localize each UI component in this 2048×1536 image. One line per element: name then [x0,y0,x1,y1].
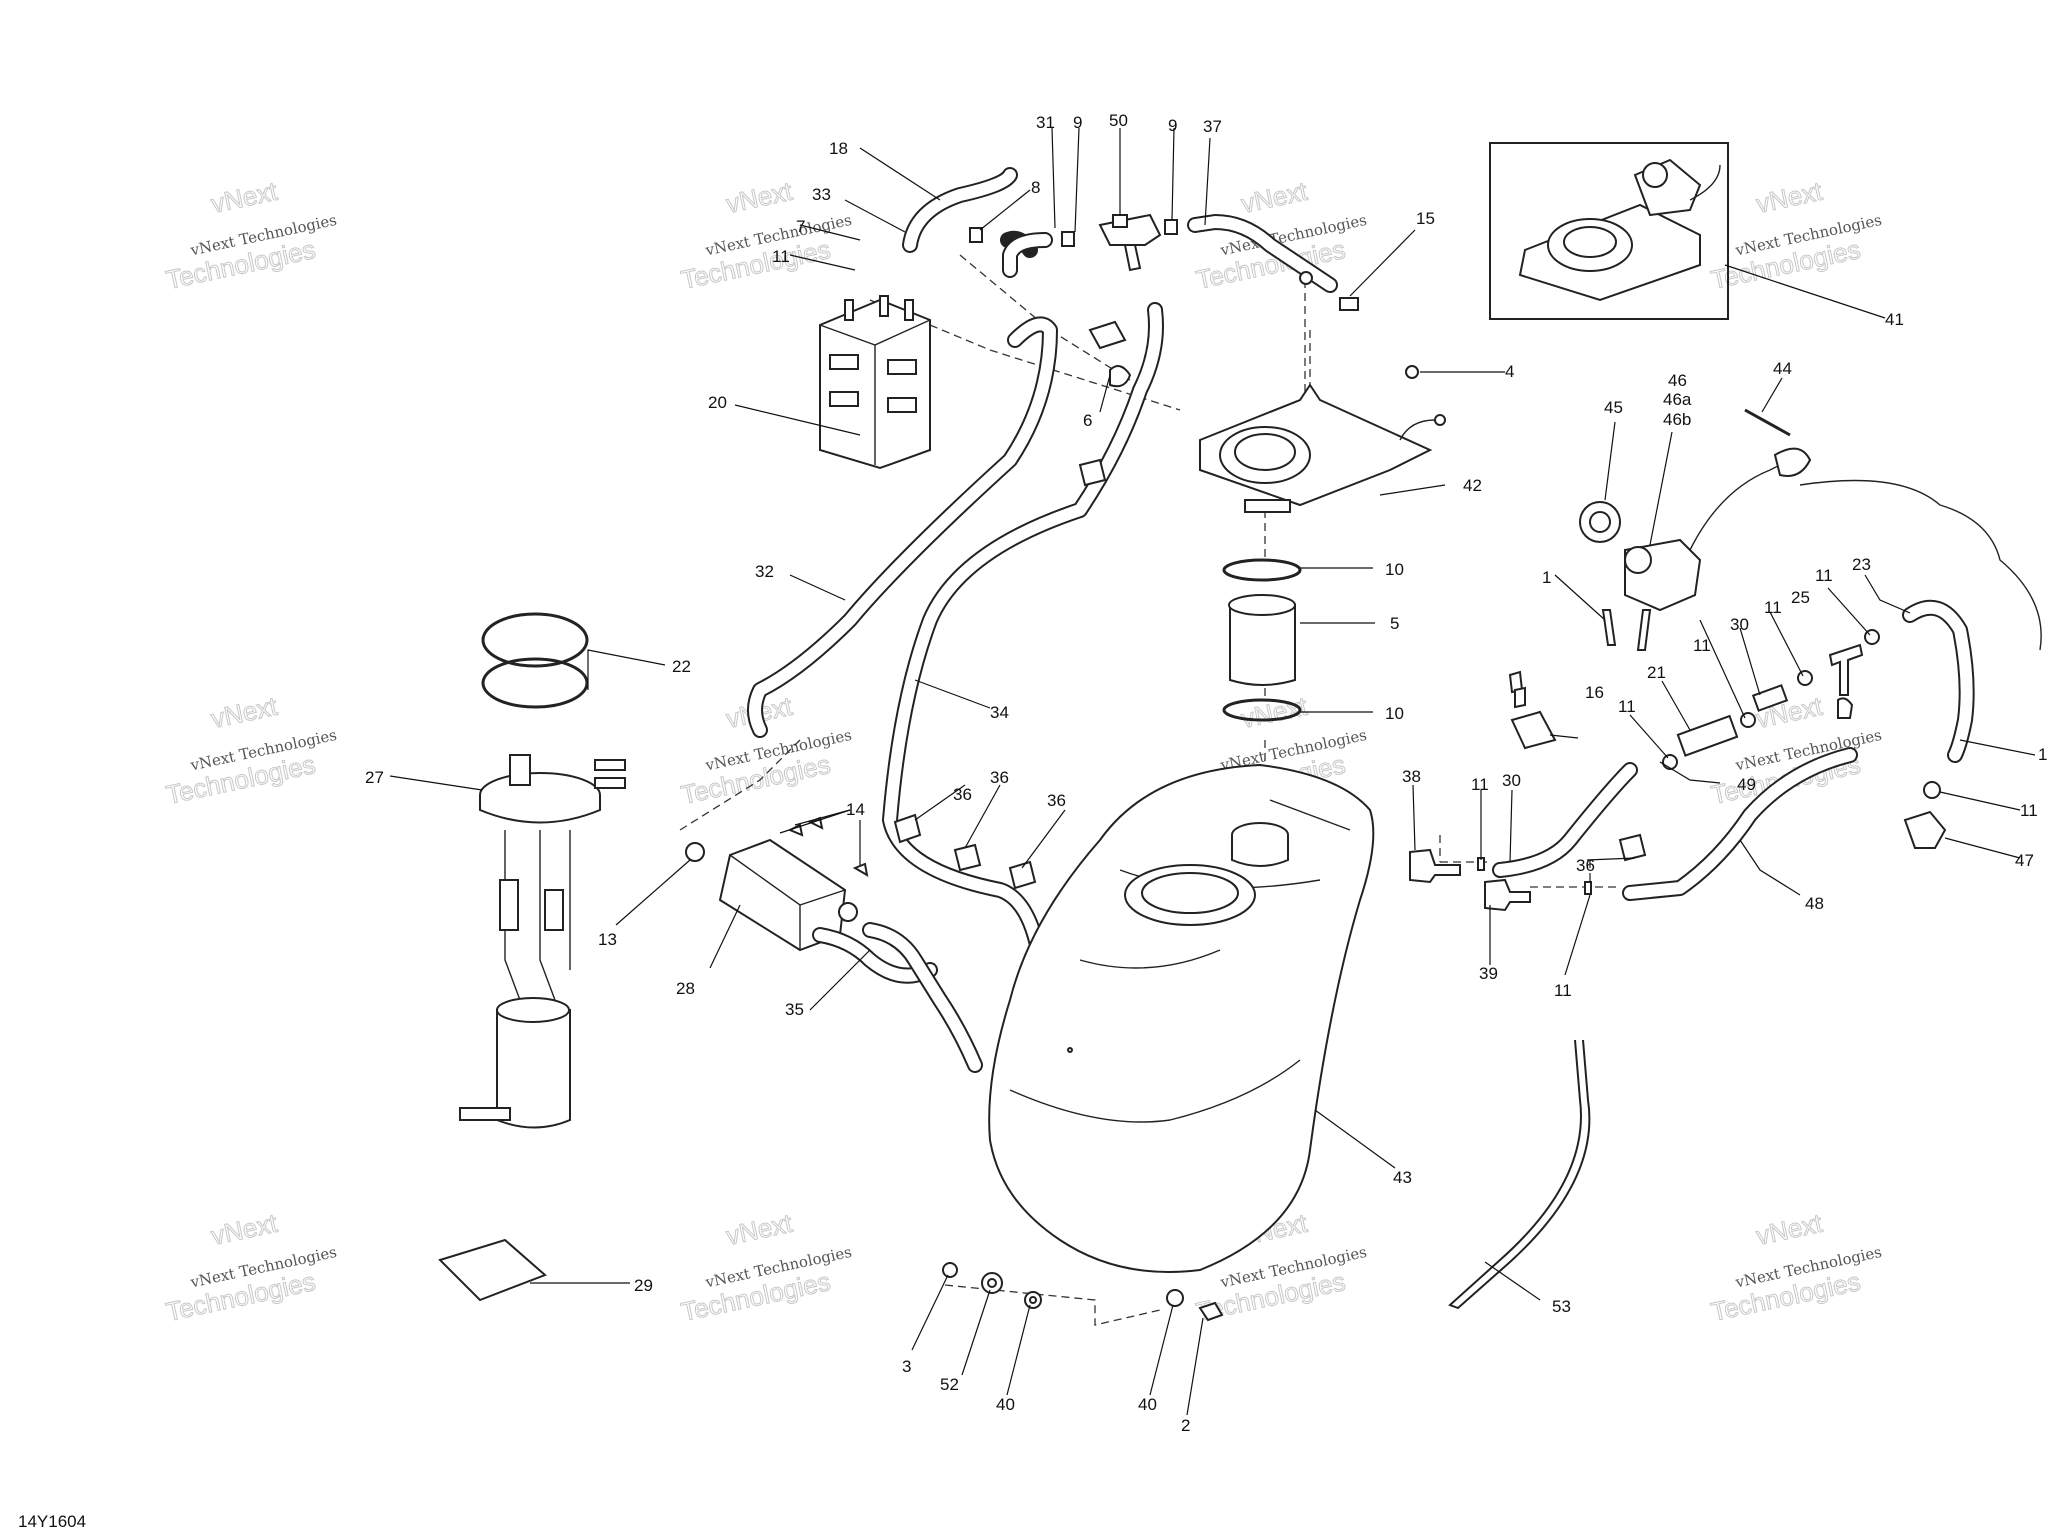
callout-6: 6 [1083,411,1092,430]
callout-4: 4 [1505,362,1514,381]
watermark-9: vNext vNext Technologies Technologies [163,1207,339,1327]
callout-36: 36 [1047,791,1066,810]
callout-46b: 46b [1663,410,1691,429]
callout-13: 13 [598,930,617,949]
callout-36: 36 [953,785,972,804]
callout-20: 20 [708,393,727,412]
callout-47: 47 [2015,851,2034,870]
callout-30: 30 [1730,615,1749,634]
fuel-pump-plate [1199,271,1446,513]
callout-11: 11 [1693,636,1711,655]
callout-21: 21 [1647,663,1666,682]
callout-28: 28 [676,979,695,998]
callout-27: 27 [365,768,384,787]
rollover-valve [969,213,1359,311]
diagram-code-label: 14Y1604 [18,1512,87,1531]
hose-35 [812,922,983,1073]
callout-23: 23 [1852,555,1871,574]
callout-11: 11 [2020,801,2038,820]
svg-text:vNext: vNext [1239,176,1311,219]
callout-11: 11 [1815,566,1833,585]
svg-text:vNext: vNext [209,176,281,219]
watermark-12: vNext vNext Technologies Technologies [1708,1207,1884,1327]
callout-42: 42 [1463,476,1482,495]
callout-10: 10 [1385,704,1404,723]
fuel-tank [988,763,1375,1273]
callout-33: 33 [812,185,831,204]
watermark-5: vNext vNext Technologies Technologies [163,690,339,810]
callout-2: 2 [1181,1416,1190,1435]
callout-46: 46 [1668,371,1687,390]
callout-22: 22 [672,657,691,676]
bottom-parts [438,1039,1591,1322]
callout-11: 11 [1471,775,1489,794]
callout-15: 15 [1416,209,1435,228]
inset-box-fuel-pump-assembly [1489,142,1729,320]
callout-9: 9 [1073,113,1082,132]
vent-hoses [747,167,1338,968]
lock-rings [481,612,589,709]
svg-text:vNext: vNext [1754,176,1826,219]
callout-36: 36 [990,768,1009,787]
fuel-pump-module [459,754,626,1129]
watermark-8: vNext vNext Technologies Technologies [1708,690,1884,810]
svg-text:vNext: vNext [209,691,281,734]
evap-canister [819,295,931,470]
callout-36: 36 [1576,856,1595,875]
callout-30: 30 [1502,771,1521,790]
callout-38: 38 [1402,767,1421,786]
callout-37: 37 [1203,117,1222,136]
callout-53: 53 [1552,1297,1571,1316]
callouts: 18 33 7 11 20 8 31 9 50 9 37 15 6 4 42 4… [365,111,2047,1435]
svg-text:vNext: vNext [724,1208,796,1251]
callout-3: 3 [902,1357,911,1376]
callout-25: 25 [1791,588,1810,607]
svg-text:vNext: vNext [724,176,796,219]
callout-1: 1 [2038,745,2047,764]
callout-10: 10 [1385,560,1404,579]
callout-50: 50 [1109,111,1128,130]
svg-text:vNext: vNext [209,1208,281,1251]
callout-43: 43 [1393,1168,1412,1187]
callout-11: 11 [1554,981,1572,1000]
callout-11: 11 [1764,598,1782,617]
svg-text:vNext: vNext [1754,1208,1826,1251]
callout-52: 52 [940,1375,959,1394]
callout-16: 16 [1585,683,1604,702]
watermark-10: vNext vNext Technologies Technologies [678,1207,854,1327]
right-components [1409,408,2042,912]
callout-35: 35 [785,1000,804,1019]
callout-11: 11 [1618,697,1636,716]
callout-8: 8 [1031,178,1040,197]
callout-31: 31 [1036,113,1055,132]
filler-neck-parts [1222,558,1302,722]
callout-49: 49 [1737,775,1756,794]
callout-41: 41 [1885,310,1904,329]
watermark-1: vNext vNext Technologies Technologies [163,175,339,295]
callout-29: 29 [634,1276,653,1295]
callout-14: 14 [846,800,865,819]
callout-40: 40 [1138,1395,1157,1414]
evap-module-28 [685,816,869,952]
callout-45: 45 [1604,398,1623,417]
callout-7: 7 [796,217,805,236]
callout-48: 48 [1805,894,1824,913]
callout-1: 1 [1542,568,1551,587]
callout-39: 39 [1479,964,1498,983]
callout-9: 9 [1168,116,1177,135]
callout-32: 32 [755,562,774,581]
watermark-4: vNext vNext Technologies Technologies [1708,175,1884,295]
leader-lines [389,127,2036,1416]
callout-44: 44 [1773,359,1792,378]
callout-11: 11 [772,247,790,266]
callout-40: 40 [996,1395,1015,1414]
callout-18: 18 [829,139,848,158]
callout-46a: 46a [1663,390,1692,409]
callout-5: 5 [1390,614,1399,633]
callout-34: 34 [990,703,1009,722]
